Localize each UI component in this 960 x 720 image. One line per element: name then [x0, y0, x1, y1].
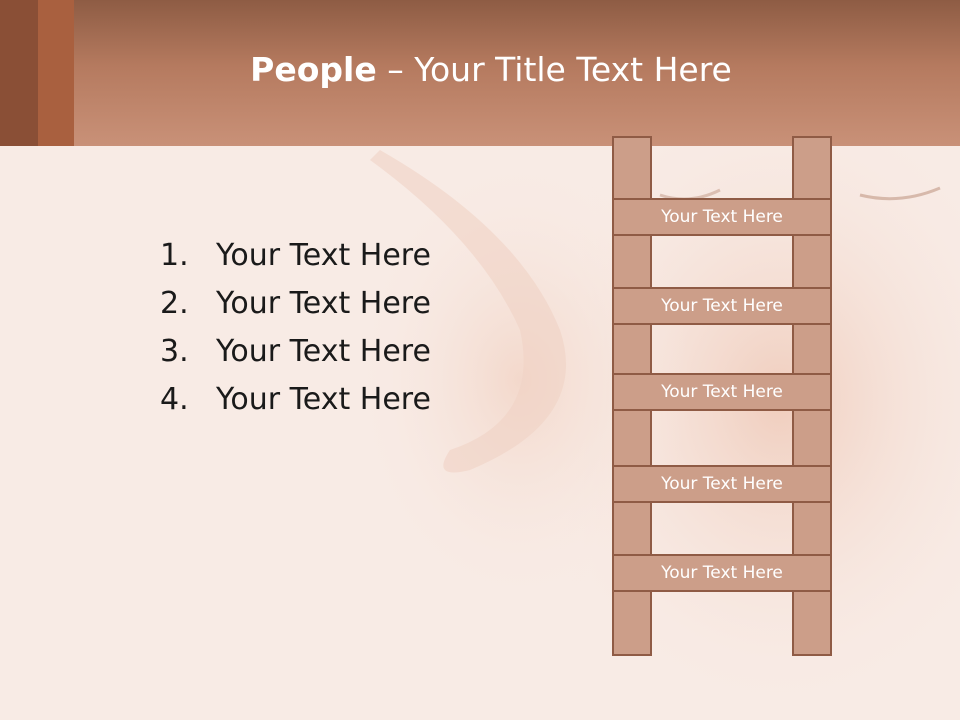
list-item-text: Your Text Here: [216, 382, 431, 417]
ladder-rung: Your Text Here: [612, 198, 832, 236]
page-title: People – Your Title Text Here: [0, 50, 960, 89]
list-item-text: Your Text Here: [216, 286, 431, 321]
list-item: 1. Your Text Here: [160, 234, 431, 282]
list-item-number: 3.: [160, 334, 189, 369]
list-item-text: Your Text Here: [216, 238, 431, 273]
header-bar: [0, 0, 960, 146]
list-item-number: 2.: [160, 286, 189, 321]
title-bold-text: People: [250, 50, 377, 89]
list-item: 3. Your Text Here: [160, 330, 431, 378]
ladder-rung: Your Text Here: [612, 373, 832, 411]
list-item: 2. Your Text Here: [160, 282, 431, 330]
header-accent-stripe: [38, 0, 74, 146]
list-item-number: 4.: [160, 382, 189, 417]
title-rest-text: – Your Title Text Here: [376, 50, 732, 89]
list-item-text: Your Text Here: [216, 334, 431, 369]
ladder-rung: Your Text Here: [612, 287, 832, 325]
numbered-list: 1. Your Text Here 2. Your Text Here 3. Your…: [160, 234, 431, 426]
ladder-rung: Your Text Here: [612, 465, 832, 503]
header-accent-stripe: [0, 0, 38, 146]
ladder-rung: Your Text Here: [612, 554, 832, 592]
list-item-number: 1.: [160, 238, 189, 273]
list-item: 4. Your Text Here: [160, 378, 431, 426]
